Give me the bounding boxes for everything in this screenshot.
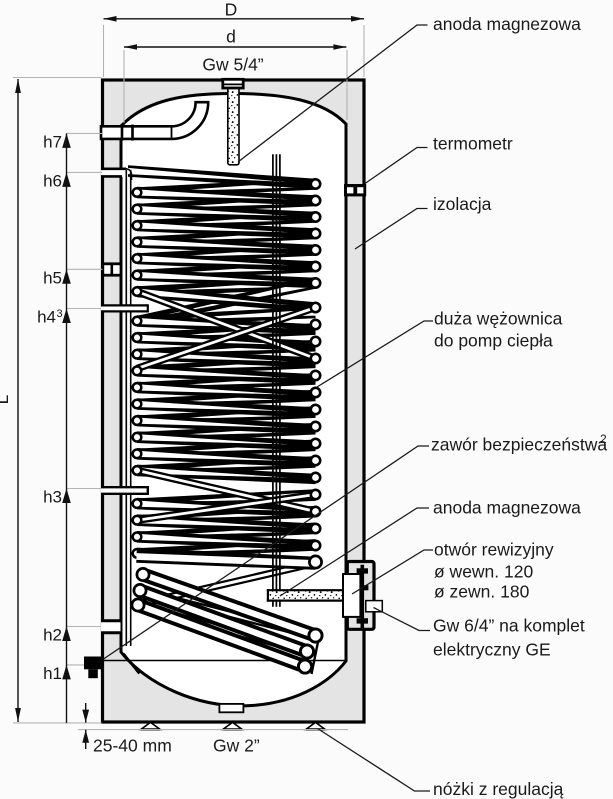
- svg-text:anoda magnezowa: anoda magnezowa: [433, 498, 581, 518]
- svg-text:nóżki z regulacją: nóżki z regulacją: [433, 779, 564, 799]
- svg-text:ø wewn. 120: ø wewn. 120: [434, 562, 533, 582]
- svg-text:d: d: [226, 27, 236, 47]
- svg-text:termometr: termometr: [433, 134, 513, 154]
- svg-text:Gw 5/4”: Gw 5/4”: [202, 55, 263, 75]
- svg-text:h7: h7: [43, 133, 62, 152]
- svg-text:25-40 mm: 25-40 mm: [93, 736, 172, 756]
- svg-text:h1: h1: [43, 664, 62, 683]
- svg-text:otwór rewizyjny: otwór rewizyjny: [434, 540, 554, 560]
- svg-text:ø zewn. 180: ø zewn. 180: [434, 582, 530, 602]
- svg-text:3: 3: [57, 308, 63, 320]
- svg-text:h5: h5: [43, 269, 62, 288]
- svg-text:Gw 2”: Gw 2”: [213, 736, 260, 756]
- svg-text:do pomp ciepła: do pomp ciepła: [434, 331, 553, 351]
- svg-text:zawór bezpieczeństwa: zawór bezpieczeństwa: [431, 435, 607, 455]
- svg-text:h3: h3: [43, 488, 62, 507]
- svg-text:anoda magnezowa: anoda magnezowa: [433, 14, 581, 34]
- svg-text:h2: h2: [43, 626, 62, 645]
- svg-text:D: D: [225, 0, 238, 20]
- svg-text:2: 2: [600, 432, 607, 446]
- svg-text:izolacja: izolacja: [433, 194, 492, 214]
- svg-text:h4: h4: [37, 308, 56, 327]
- svg-text:L: L: [0, 394, 12, 404]
- svg-text:duża wężownica: duża wężownica: [434, 309, 563, 329]
- svg-text:h6: h6: [43, 172, 62, 191]
- svg-text:elektryczny GE: elektryczny GE: [433, 640, 551, 660]
- svg-text:Gw 6/4” na komplet: Gw 6/4” na komplet: [433, 616, 585, 636]
